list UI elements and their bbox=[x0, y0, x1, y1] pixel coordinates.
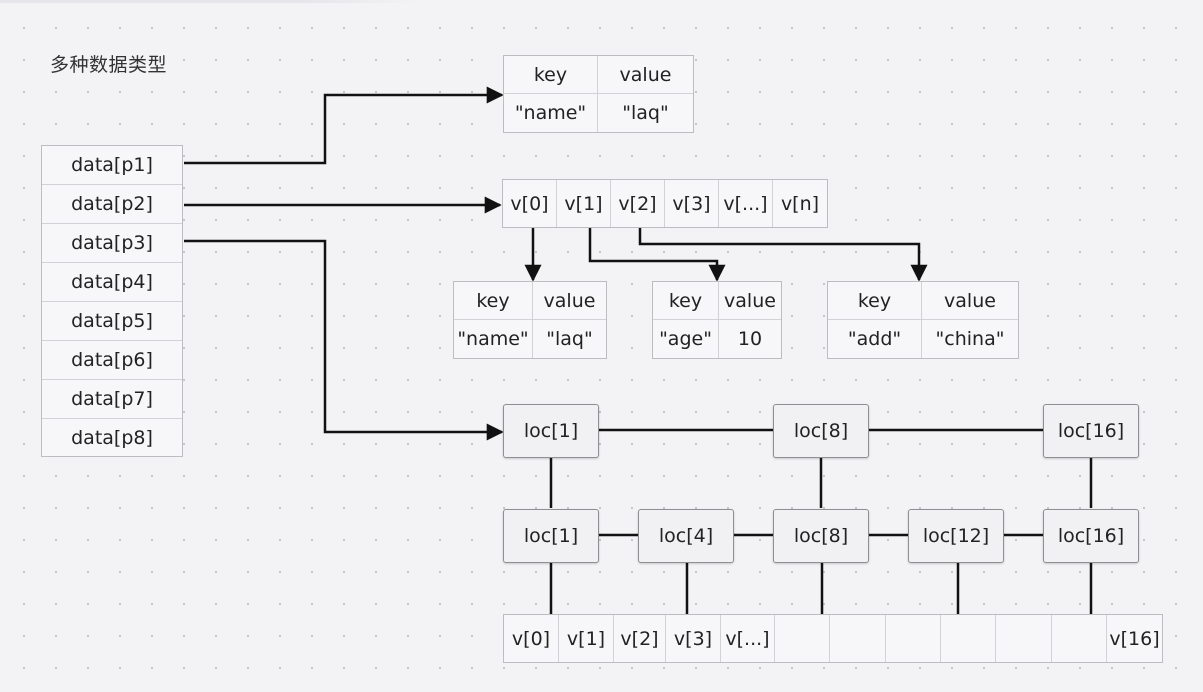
base-item-v16: v[16] bbox=[1107, 615, 1162, 662]
hash-header-value: value bbox=[598, 56, 693, 94]
hash-header-key: key bbox=[454, 282, 533, 320]
arrow-p1-to-hash bbox=[184, 86, 504, 165]
hash-header-value: value bbox=[719, 282, 781, 320]
arrow-v2-to-hash bbox=[638, 228, 928, 282]
hash-key-cell: "add" bbox=[828, 320, 922, 358]
list-item-v3: v[3] bbox=[665, 180, 719, 227]
hash-header-value: value bbox=[922, 282, 1018, 320]
base-item-vdots: v[...] bbox=[721, 615, 775, 662]
hash-key-cell: "name" bbox=[504, 94, 598, 132]
skiplist-mid-node-8: loc[8] bbox=[773, 509, 869, 563]
data-slot-p4: data[p4] bbox=[42, 263, 182, 302]
base-item-v2: v[2] bbox=[614, 615, 666, 662]
page-title: 多种数据类型 bbox=[50, 54, 168, 76]
base-item-empty bbox=[775, 615, 830, 662]
data-pointer-list: data[p1] data[p2] data[p3] data[p4] data… bbox=[41, 145, 183, 457]
base-item-empty bbox=[886, 615, 941, 662]
skiplist-top-node-16: loc[16] bbox=[1043, 404, 1139, 458]
data-slot-p8: data[p8] bbox=[42, 419, 182, 456]
hash-value-cell: "china" bbox=[922, 320, 1018, 358]
base-item-v3: v[3] bbox=[666, 615, 721, 662]
list-item-v1: v[1] bbox=[557, 180, 611, 227]
hash-key-cell: "age" bbox=[653, 320, 719, 358]
data-slot-p1: data[p1] bbox=[42, 146, 182, 185]
data-slot-p5: data[p5] bbox=[42, 302, 182, 341]
data-slot-p3: data[p3] bbox=[42, 224, 182, 263]
arrow-v1-to-hash bbox=[588, 228, 726, 282]
arrow-p3-to-skiplist bbox=[184, 239, 504, 441]
hash-table-v2: key value "add" "china" bbox=[827, 281, 1019, 359]
hash-table-v0: key value "name" "laq" bbox=[453, 281, 607, 359]
data-slot-p2: data[p2] bbox=[42, 185, 182, 224]
hash-header-value: value bbox=[533, 282, 606, 320]
base-item-v1: v[1] bbox=[559, 615, 614, 662]
skiplist-base-array: v[0] v[1] v[2] v[3] v[...] v[16] bbox=[503, 614, 1163, 663]
skiplist-mid-node-4: loc[4] bbox=[638, 509, 734, 563]
base-item-empty bbox=[996, 615, 1052, 662]
base-item-empty bbox=[941, 615, 996, 662]
list-item-v2: v[2] bbox=[611, 180, 665, 227]
base-item-v0: v[0] bbox=[504, 615, 559, 662]
skiplist-mid-node-16: loc[16] bbox=[1043, 509, 1139, 563]
skiplist-mid-node-1: loc[1] bbox=[503, 509, 599, 563]
hash-header-key: key bbox=[504, 56, 598, 94]
list-item-vdots: v[...] bbox=[719, 180, 773, 227]
skiplist-top-node-1: loc[1] bbox=[503, 404, 599, 458]
hash-key-cell: "name" bbox=[454, 320, 533, 358]
top-edge-shadow bbox=[0, 0, 1203, 3]
list-item-v0: v[0] bbox=[503, 180, 557, 227]
skiplist-mid-node-12: loc[12] bbox=[908, 509, 1004, 563]
hash-value-cell: "laq" bbox=[533, 320, 606, 358]
hash-header-key: key bbox=[828, 282, 922, 320]
list-p2: v[0] v[1] v[2] v[3] v[...] v[n] bbox=[502, 179, 828, 228]
data-slot-p6: data[p6] bbox=[42, 341, 182, 380]
data-slot-p7: data[p7] bbox=[42, 380, 182, 419]
skiplist-top-node-8: loc[8] bbox=[773, 404, 869, 458]
base-item-empty bbox=[1052, 615, 1107, 662]
hash-value-cell: 10 bbox=[719, 320, 781, 358]
hash-value-cell: "laq" bbox=[598, 94, 693, 132]
hash-table-p1: key value "name" "laq" bbox=[503, 55, 694, 133]
base-item-empty bbox=[830, 615, 886, 662]
hash-table-v1: key value "age" 10 bbox=[652, 281, 782, 359]
hash-header-key: key bbox=[653, 282, 719, 320]
list-item-vn: v[n] bbox=[773, 180, 827, 227]
